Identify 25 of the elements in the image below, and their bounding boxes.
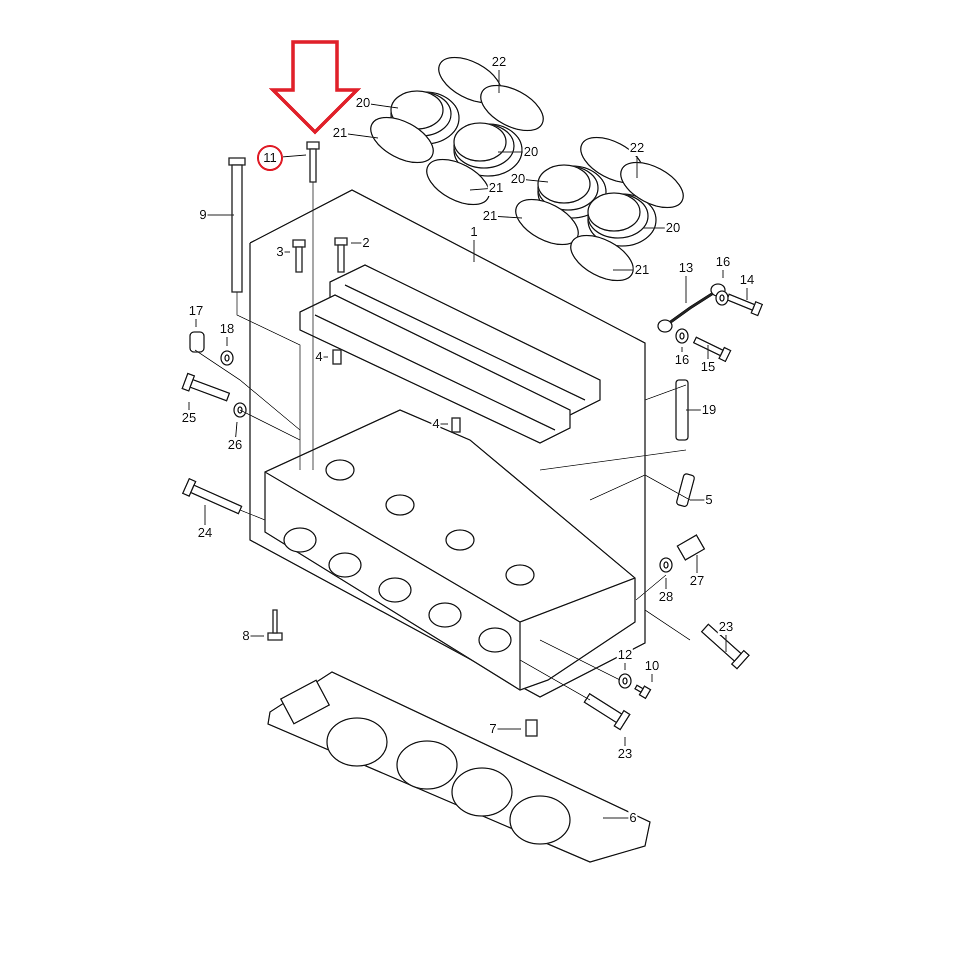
callout-number: 22: [628, 140, 646, 156]
leader-line: [282, 154, 306, 158]
leader-line: [526, 179, 548, 182]
callout-number: 21: [488, 180, 504, 196]
leader-line: [722, 270, 724, 278]
leader-line: [235, 422, 238, 438]
leader-line: [226, 336, 228, 346]
leader-line: [204, 504, 206, 526]
callout-number: 11: [257, 145, 283, 171]
leader-line: [498, 70, 500, 94]
leader-line: [470, 188, 488, 190]
leader-line: [696, 554, 698, 574]
leader-line: [746, 288, 748, 300]
leader-line: [370, 104, 398, 108]
leader-line: [188, 402, 190, 410]
leader-line: [636, 156, 638, 178]
leader-line: [624, 736, 626, 746]
leader-line: [348, 134, 378, 138]
leader-line: [498, 216, 522, 218]
leader-line: [497, 728, 522, 730]
callout-number: 23: [718, 619, 734, 635]
leader-line: [323, 356, 328, 358]
leader-line: [207, 214, 234, 216]
leader-line: [350, 242, 362, 244]
leader-line: [624, 662, 626, 670]
